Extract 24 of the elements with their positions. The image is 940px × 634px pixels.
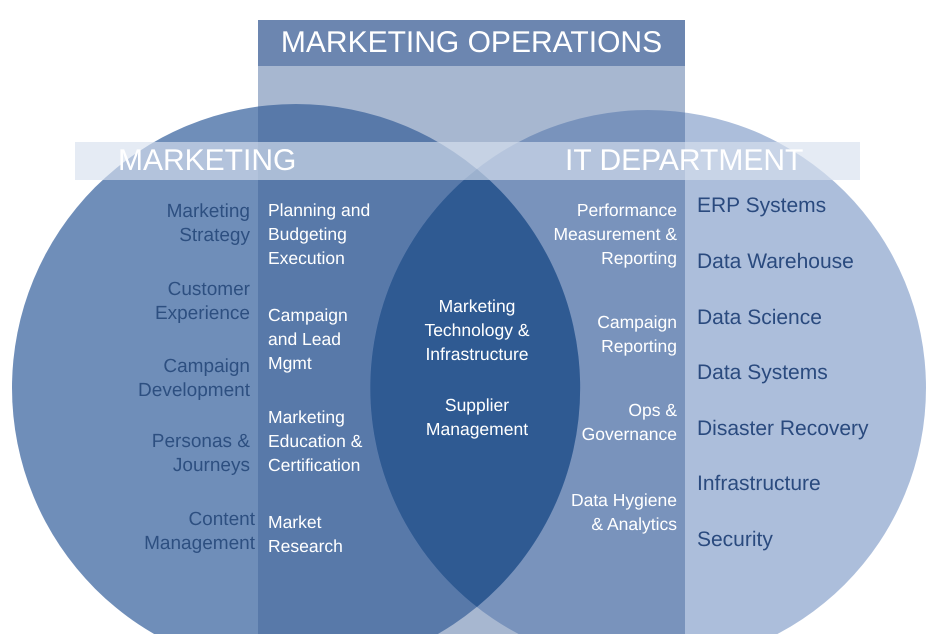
topic-label: Marketing Technology & Infrastructure xyxy=(423,295,531,366)
topic-label: Personas & Journeys xyxy=(150,430,250,478)
topic-label: Campaign and Lead Mgmt xyxy=(268,304,349,375)
topic-label: Data Systems xyxy=(697,361,829,385)
topic-label: Disaster Recovery xyxy=(697,417,870,441)
topic-label: Security xyxy=(697,528,774,552)
topic-label: Ops & Governance xyxy=(580,399,677,446)
topic-label: Customer Experience xyxy=(154,278,250,326)
topic-label: Infrastructure xyxy=(697,472,822,496)
section-heading: IT DEPARTMENT xyxy=(470,142,860,180)
topic-label: ERP Systems xyxy=(697,194,828,218)
topic-label: Marketing Strategy xyxy=(166,200,250,248)
topic-label: Content Management xyxy=(143,508,255,556)
topic-label: Marketing Education & Certification xyxy=(268,406,364,477)
topic-label: Campaign Development xyxy=(137,355,250,403)
topic-label: Performance Measurement & Reporting xyxy=(552,199,677,270)
topic-label: Planning and Budgeting Execution xyxy=(268,199,372,270)
topic-label: Supplier Management xyxy=(424,394,530,441)
topic-label: Data Science xyxy=(697,306,823,330)
topic-label: Market Research xyxy=(268,511,344,558)
band-title: MARKETING OPERATIONS xyxy=(258,20,685,66)
topic-label: Data Warehouse xyxy=(697,250,855,274)
topic-label: Data Hygiene & Analytics xyxy=(570,489,677,536)
topic-label: Campaign Reporting xyxy=(596,311,677,358)
